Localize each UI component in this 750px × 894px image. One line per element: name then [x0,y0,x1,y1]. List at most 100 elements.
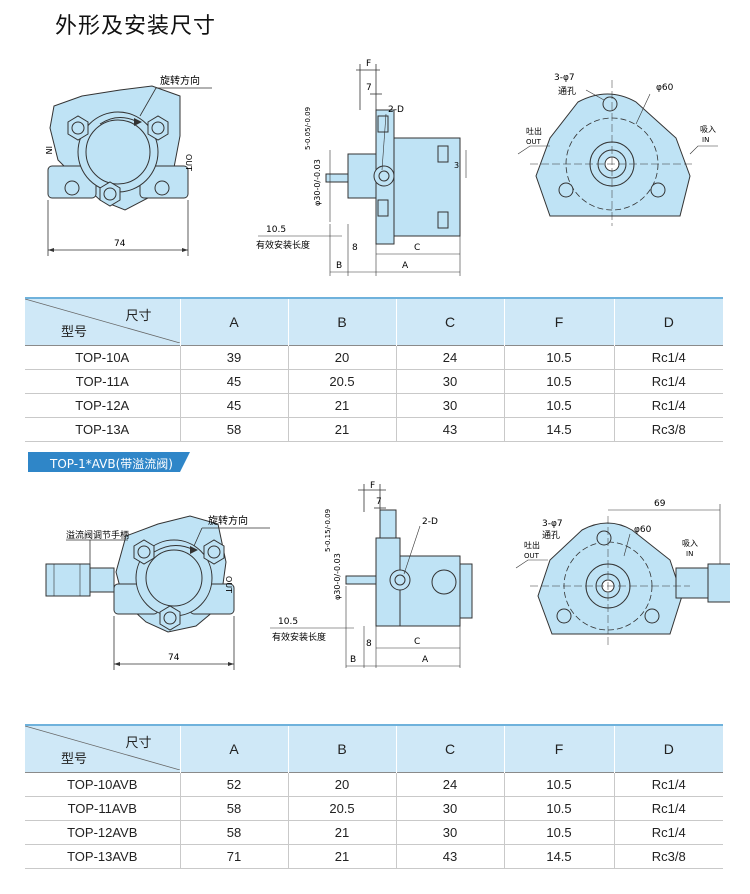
cell-A: 58 [180,820,289,845]
cell-C: 24 [396,772,505,797]
port-out-label-2: OUT [224,576,233,593]
cell-B: 21 [288,844,397,869]
cell-C: 30 [396,820,505,845]
cell-F: 10.5 [504,369,615,394]
col-B: B [288,298,397,346]
outlet-cn: 吐出 [526,126,542,136]
header-size: 尺寸 [125,735,152,750]
dim-A-2: A [422,655,429,665]
cell-A: 39 [180,345,289,370]
dim-3: 3 [454,161,459,170]
header-model: 型号 [61,324,88,339]
cell-B: 21 [288,393,397,418]
dim-69: 69 [654,499,666,509]
table-row: TOP-13A 58 21 43 14.5 Rc3/8 [25,417,723,442]
rotation-label-2: 旋转方向 [208,514,248,527]
inlet-en-2: IN [686,550,693,558]
drawing-top-1a: 旋转方向 IN OUT 74 F 7 2-D 5-0.05/-0.09 φ30-… [44,59,718,276]
cell-F: 14.5 [504,844,615,869]
width-74: 74 [114,239,126,249]
section-tab-label: TOP-1*AVB(带溢流阀) [50,457,173,471]
dim-shaft-step-2: 5-0.15/-0.09 [324,509,332,552]
col-D: D [614,298,723,346]
cell-C: 30 [396,393,505,418]
col-C: C [396,725,505,773]
col-A: A [180,298,289,346]
dim-2d-2: 2-D [422,517,438,527]
cell-D: Rc3/8 [614,844,723,869]
through-hole: 通孔 [558,86,576,97]
section-tab-tip [180,452,190,472]
col-C: C [396,298,505,346]
dim-8-2: 8 [366,639,372,649]
table-row: TOP-12AVB 58 21 30 10.5 Rc1/4 [25,820,723,845]
rear-view-avb: 69 3-φ7 通孔 φ60 吐出 OUT 吸入 IN [515,499,730,646]
outlet-en: OUT [526,138,542,146]
col-F: F [504,725,615,773]
cell-F: 10.5 [504,772,615,797]
model-cell: TOP-11A [25,369,181,394]
dim-7-2: 7 [376,497,382,507]
dim-B: B [336,261,342,271]
drawing-top-1avb: 旋转方向 溢流阀调节手柄 OUT 74 F 7 2-D 5-0.15/-0.09… [45,481,730,670]
cell-F: 10.5 [504,393,615,418]
rear-view: 3-φ7 通孔 φ60 吐出 OUT 吸入 IN [517,73,718,226]
front-view: 旋转方向 IN OUT 74 [44,74,212,256]
dim-shaft-dia: φ30-0/-0.03 [313,159,322,206]
col-B: B [288,725,397,773]
cell-B: 21 [288,417,397,442]
width-74-2: 74 [168,653,180,663]
inlet-en: IN [702,136,709,144]
dim-C-2: C [414,637,420,647]
dia-60-2: φ60 [634,525,652,535]
section-tab-avb: TOP-1*AVB(带溢流阀) [28,452,190,472]
cell-A: 52 [180,772,289,797]
effective-length-2: 有效安装长度 [272,631,326,643]
model-cell: TOP-12AVB [25,820,181,845]
inlet-cn-2: 吸入 [682,539,698,548]
side-view-avb: F 7 2-D 5-0.15/-0.09 φ30-0/-0.03 10.5 有效… [270,481,473,668]
cell-B: 20.5 [288,369,397,394]
dimension-table-1: 尺寸 型号 A B C F D TOP-10A 39 20 24 10.5 Rc… [25,297,723,442]
cell-B: 20.5 [288,796,397,821]
through-hole-2: 通孔 [542,530,560,541]
table-row: TOP-10AVB 52 20 24 10.5 Rc1/4 [25,772,723,797]
dimension-table-2: 尺寸 型号 A B C F D TOP-10AVB 52 20 24 10.5 … [25,724,723,869]
cell-C: 43 [396,417,505,442]
cell-B: 20 [288,772,397,797]
cell-A: 71 [180,844,289,869]
model-cell: TOP-13AVB [25,844,181,869]
cell-F: 10.5 [504,820,615,845]
cell-B: 21 [288,820,397,845]
dim-shaft-dia-2: φ30-0/-0.03 [333,553,342,600]
table1-diagonal [25,299,180,343]
col-F: F [504,298,615,346]
outlet-cn-2: 吐出 [524,540,540,550]
model-cell: TOP-10AVB [25,772,181,797]
cell-A: 45 [180,393,289,418]
dim-shaft-step: 5-0.05/-0.09 [304,107,312,150]
side-view: F 7 2-D 5-0.05/-0.09 φ30-0/-0.03 3 10.5 … [256,59,467,276]
cell-D: Rc1/4 [614,393,723,418]
dim-F-2: F [370,481,375,491]
model-cell: TOP-11AVB [25,796,181,821]
table-row: TOP-11A 45 20.5 30 10.5 Rc1/4 [25,369,723,394]
port-out-label: OUT [184,154,193,171]
cell-B: 20 [288,345,397,370]
cell-D: Rc3/8 [614,417,723,442]
cell-C: 30 [396,796,505,821]
dim-8: 8 [352,243,358,253]
cell-C: 24 [396,345,505,370]
holes-3-phi7: 3-φ7 [554,73,575,83]
cell-A: 45 [180,369,289,394]
section-tab-bar [28,452,180,472]
table2-diagonal [25,726,180,770]
model-cell: TOP-10A [25,345,181,370]
header-size: 尺寸 [125,308,152,323]
table-row: TOP-11AVB 58 20.5 30 10.5 Rc1/4 [25,796,723,821]
cell-A: 58 [180,796,289,821]
cell-D: Rc1/4 [614,772,723,797]
dim-2d: 2-D [388,105,404,115]
cell-C: 43 [396,844,505,869]
cell-D: Rc1/4 [614,796,723,821]
